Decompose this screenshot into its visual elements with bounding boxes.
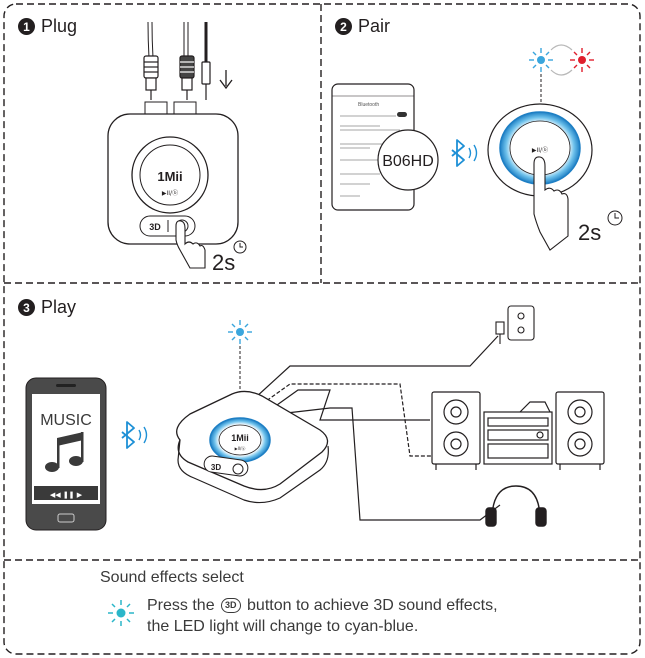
panel-borders: [3, 3, 641, 655]
led-blue-icon: [529, 48, 553, 72]
pressing-hand-icon: [175, 220, 206, 269]
pair-panel: Bluetooth B06HD: [331, 44, 623, 251]
clock-icon: [233, 240, 247, 254]
plug-panel: 1Mii ▶II/ⓑ 3D 2s: [107, 21, 247, 275]
bluetooth-signal-icon-play: [121, 421, 148, 449]
step-2-number: 2: [335, 18, 352, 35]
note-line-1-start: Press the: [147, 597, 215, 614]
play-pause-label-pair: ▶II/ⓑ: [532, 146, 548, 154]
player-controls-bar: [34, 486, 98, 500]
device-name-bubble: [377, 129, 439, 191]
headphones-icon: [485, 485, 547, 527]
note-line-2: the LED light will change to cyan-blue.: [147, 618, 419, 635]
step-3-title: Play: [41, 297, 77, 317]
phone-settings-header: Bluetooth: [358, 102, 379, 108]
step-2-title: Pair: [358, 16, 391, 36]
clock-icon-pair: [607, 210, 623, 226]
down-arrow-icon: [219, 70, 233, 90]
hold-time-plug: 2s: [212, 250, 235, 275]
note-line-1: Press the 3D button to achieve 3D sound …: [147, 597, 498, 615]
play-panel: MUSIC ◀◀ ❚❚ ▶: [25, 305, 605, 531]
led-blue-icon-play: [228, 320, 252, 344]
step-2-label: 2 Pair: [335, 16, 390, 37]
power-button-play[interactable]: [232, 463, 244, 475]
outer-border: [3, 3, 641, 655]
alternate-arrows-icon: [550, 44, 573, 76]
mode-3d-button-play[interactable]: 3D: [211, 463, 221, 472]
step-1-number: 1: [18, 18, 35, 35]
mode-3d-button[interactable]: 3D: [149, 222, 161, 232]
led-red-icon: [570, 48, 594, 72]
phone-settings-list: [340, 112, 407, 197]
bluetooth-device-name: B06HD: [382, 153, 434, 170]
bluetooth-signal-icon: [451, 139, 478, 167]
step-1-title: Plug: [41, 16, 78, 36]
phone-music-screen: [32, 394, 100, 504]
play-pause-label: ▶II/ⓑ: [162, 189, 178, 197]
inline-3d-button-icon: 3D: [221, 598, 241, 613]
brand-label-play: 1Mii: [231, 433, 249, 443]
step-1-label: 1 Plug: [18, 16, 77, 37]
note-line-1-end: button to achieve 3D sound effects,: [247, 597, 498, 614]
led-cyan-icon: [108, 600, 134, 626]
step-3-label: 3 Play: [18, 297, 76, 318]
brand-label: 1Mii: [157, 169, 182, 184]
receiver-knob-inner: [139, 144, 201, 206]
play-pause-label-play: ▶II/ⓑ: [235, 445, 246, 451]
audio-cables: [254, 335, 501, 521]
hold-time-pair: 2s: [578, 220, 601, 245]
rca-cables: [143, 21, 211, 100]
player-controls[interactable]: ◀◀ ❚❚ ▶: [50, 491, 83, 499]
step-3-number: 3: [18, 299, 35, 316]
pressing-hand-icon-pair: [533, 156, 569, 251]
stereo-system-icon: [431, 391, 605, 470]
power-outlet-icon: [495, 305, 535, 344]
note-title: Sound effects select: [100, 569, 244, 586]
music-note-icon: [45, 432, 84, 472]
music-label: MUSIC: [40, 412, 92, 429]
